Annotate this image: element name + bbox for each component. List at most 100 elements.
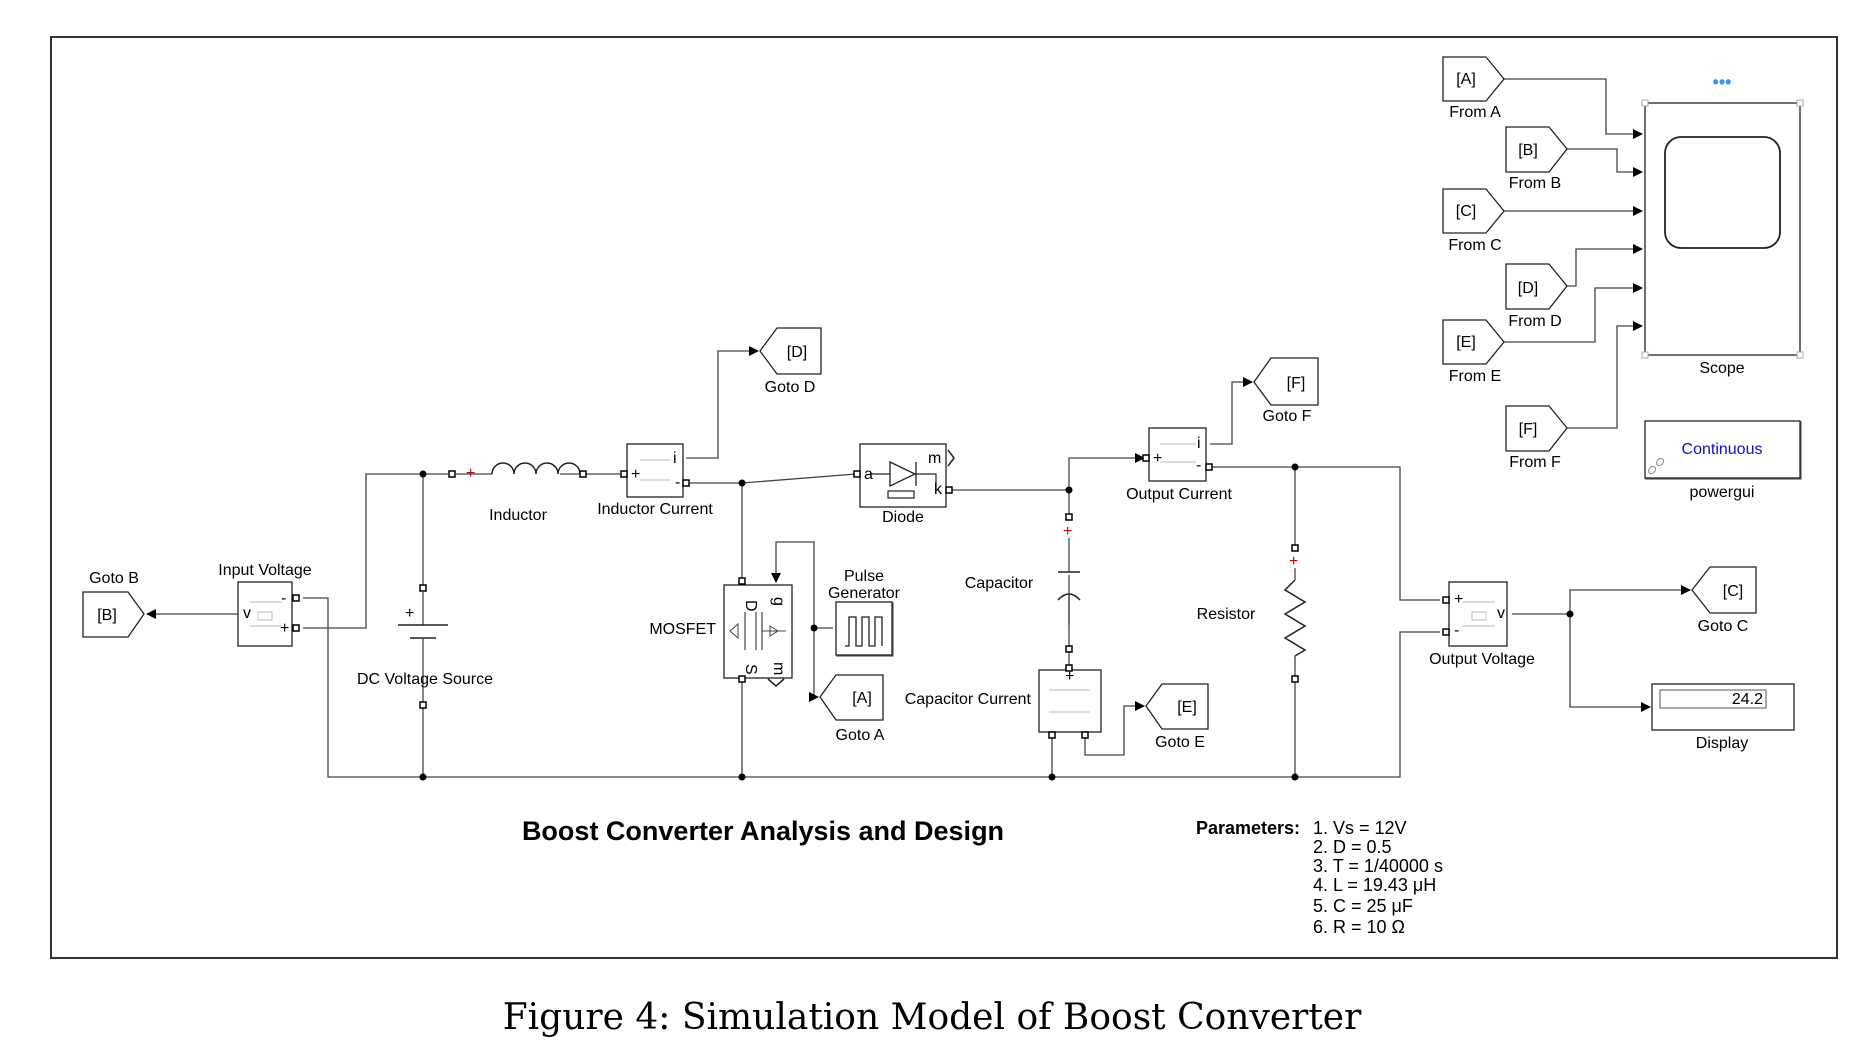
- output-current-port-plus: +: [1153, 450, 1162, 467]
- diode-block[interactable]: a m k Diode: [853, 443, 955, 526]
- goto-d-label: Goto D: [765, 379, 816, 396]
- inductor-block[interactable]: + Inductor: [448, 462, 587, 524]
- from-a-label: From A: [1449, 104, 1501, 121]
- parameter-item: 1. Vs = 12V: [1313, 818, 1407, 838]
- capacitor-label: Capacitor: [965, 575, 1034, 592]
- parameter-item: 5. C = 25 μF: [1313, 896, 1413, 916]
- parameter-item: 3. T = 1/40000 s: [1313, 856, 1443, 876]
- goto-b-tag: [B]: [97, 607, 117, 624]
- parameters-annotation: Parameters: 1. Vs = 12V 2. D = 0.5 3. T …: [1196, 818, 1443, 937]
- scope-menu-icon[interactable]: •••: [1713, 72, 1732, 92]
- from-c-tag: [C]: [1456, 203, 1476, 220]
- powergui-block[interactable]: Continuous powergui: [1644, 420, 1801, 501]
- svg-text:+: +: [1289, 553, 1298, 570]
- from-d-tag: [D]: [1518, 280, 1538, 297]
- goto-a-block[interactable]: [A] Goto A: [819, 674, 885, 744]
- goto-e-label: Goto E: [1155, 734, 1205, 751]
- input-voltage-block[interactable]: v - + Input Voltage: [218, 562, 312, 647]
- output-voltage-port-minus: -: [1454, 622, 1459, 639]
- display-label: Display: [1696, 735, 1748, 752]
- svg-text:+: +: [1063, 523, 1072, 540]
- diode-label: Diode: [882, 509, 924, 526]
- from-e-tag: [E]: [1456, 334, 1476, 351]
- from-f-block[interactable]: [F] From F: [1505, 405, 1568, 471]
- goto-b-block[interactable]: [B] Goto B: [82, 570, 145, 638]
- dc-source-sign: +: [405, 605, 414, 622]
- input-voltage-port-v: v: [243, 605, 251, 622]
- from-a-tag: [A]: [1456, 71, 1476, 88]
- from-c-block[interactable]: [C] From C: [1442, 188, 1505, 254]
- mosfet-port-s: S: [742, 664, 759, 675]
- capacitor-current-block[interactable]: + Capacitor Current: [905, 664, 1102, 739]
- dc-voltage-source-block[interactable]: + DC Voltage Source: [357, 584, 493, 709]
- output-current-block[interactable]: i + - Output Current: [1126, 427, 1232, 503]
- from-e-block[interactable]: [E] From E: [1442, 319, 1505, 385]
- inductor-current-block[interactable]: i + - Inductor Current: [597, 443, 713, 518]
- powergui-mode: Continuous: [1682, 441, 1763, 458]
- from-b-block[interactable]: [B] From B: [1505, 126, 1568, 192]
- powergui-label: powergui: [1690, 484, 1755, 501]
- goto-b-label: Goto B: [89, 570, 139, 587]
- mosfet-port-g: g: [770, 597, 787, 606]
- parameter-item: 2. D = 0.5: [1313, 837, 1392, 857]
- inductor-label: Inductor: [489, 507, 547, 524]
- inductor-current-port-plus: +: [631, 466, 640, 483]
- scope-label: Scope: [1699, 360, 1744, 377]
- output-voltage-label: Output Voltage: [1429, 651, 1535, 668]
- goto-d-tag: [D]: [787, 344, 807, 361]
- scope-block[interactable]: ••• Scope: [1641, 72, 1804, 377]
- wires: [146, 78, 1691, 778]
- from-b-label: From B: [1509, 175, 1561, 192]
- from-e-label: From E: [1449, 368, 1501, 385]
- display-block[interactable]: 24.2 Display: [1651, 683, 1795, 752]
- resistor-label: Resistor: [1197, 606, 1256, 623]
- mosfet-port-d: D: [742, 600, 759, 612]
- goto-f-block[interactable]: [F] Goto F: [1253, 357, 1319, 425]
- pulse-label-line2: Generator: [828, 585, 901, 602]
- model-title: Boost Converter Analysis and Design: [522, 816, 1004, 846]
- inductor-current-port-i: i: [673, 450, 677, 467]
- inductor-current-port-minus: -: [675, 474, 680, 491]
- output-current-label: Output Current: [1126, 486, 1232, 503]
- from-f-tag: [F]: [1519, 421, 1538, 438]
- display-value: 24.2: [1732, 691, 1763, 708]
- mosfet-block[interactable]: D g S m MOSFET: [649, 577, 793, 687]
- input-voltage-port-minus: -: [281, 590, 286, 607]
- diode-port-a: a: [864, 466, 873, 483]
- from-b-tag: [B]: [1518, 142, 1538, 159]
- input-voltage-port-plus: +: [280, 620, 289, 637]
- output-voltage-block[interactable]: + - v Output Voltage: [1429, 581, 1535, 668]
- goto-e-tag: [E]: [1177, 699, 1197, 716]
- diode-port-m: m: [928, 450, 941, 467]
- goto-a-label: Goto A: [836, 727, 885, 744]
- capacitor-block[interactable]: + Capacitor: [965, 513, 1081, 653]
- from-a-block[interactable]: [A] From A: [1442, 56, 1505, 121]
- model-frame: [50, 36, 1838, 959]
- parameter-item: 4. L = 19.43 μH: [1313, 875, 1436, 895]
- from-d-block[interactable]: [D] From D: [1505, 263, 1568, 330]
- goto-e-block[interactable]: [E] Goto E: [1145, 683, 1209, 751]
- goto-f-label: Goto F: [1263, 408, 1312, 425]
- goto-f-tag: [F]: [1287, 375, 1306, 392]
- capacitor-current-port-plus: +: [1065, 668, 1074, 685]
- inductor-current-label: Inductor Current: [597, 501, 713, 518]
- link-icon: [1647, 457, 1665, 475]
- goto-a-tag: [A]: [852, 690, 872, 707]
- output-voltage-port-plus: +: [1454, 591, 1463, 608]
- diode-port-k: k: [934, 481, 943, 498]
- from-d-label: From D: [1508, 313, 1561, 330]
- goto-d-block[interactable]: [D] Goto D: [759, 327, 822, 396]
- resistor-block[interactable]: + Resistor: [1197, 544, 1307, 683]
- output-voltage-port-v: v: [1497, 605, 1505, 622]
- goto-c-label: Goto C: [1698, 618, 1749, 635]
- junctions: [419, 463, 1574, 781]
- pulse-generator-block[interactable]: Pulse Generator: [828, 568, 901, 656]
- parameter-item: 6. R = 10 Ω: [1313, 917, 1405, 937]
- from-f-label: From F: [1509, 454, 1561, 471]
- goto-c-block[interactable]: [C] Goto C: [1691, 566, 1757, 635]
- goto-c-tag: [C]: [1723, 583, 1743, 600]
- pulse-label-line1: Pulse: [844, 568, 884, 585]
- input-voltage-label: Input Voltage: [218, 562, 312, 579]
- capacitor-current-label: Capacitor Current: [905, 691, 1032, 708]
